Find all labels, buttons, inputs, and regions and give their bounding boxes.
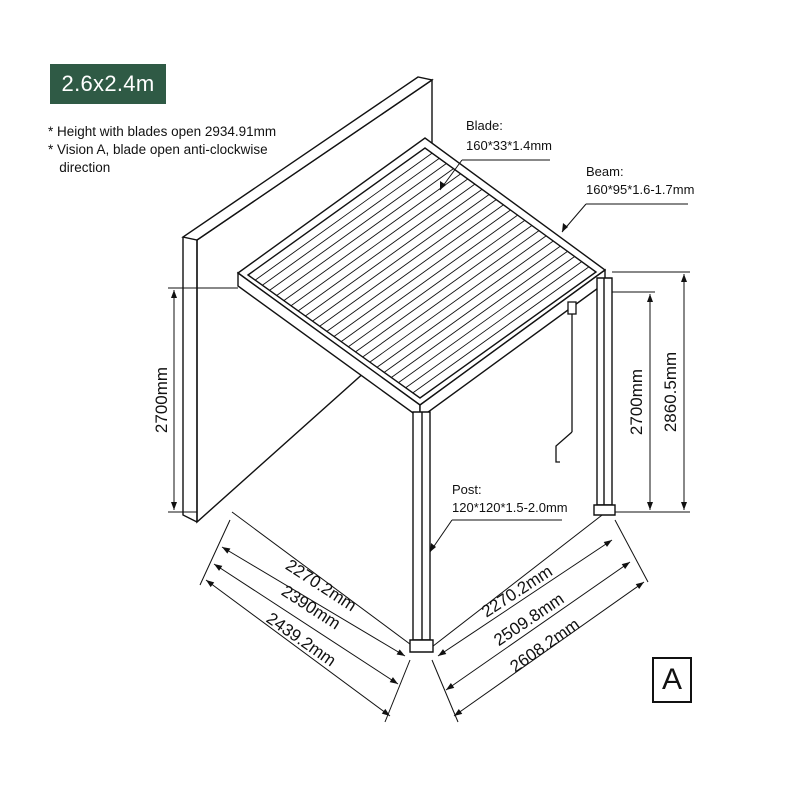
louvre-blades	[254, 152, 590, 394]
post-callout-spec: 120*120*1.5-2.0mm	[452, 500, 568, 515]
blade-line	[376, 240, 554, 368]
blade-callout-name: Blade:	[466, 118, 503, 133]
blade-line	[305, 188, 483, 317]
beam-callout	[561, 203, 688, 233]
right-run-arrows	[438, 540, 644, 716]
arrowhead	[635, 582, 644, 590]
right-post	[593, 277, 616, 516]
arrowhead	[222, 547, 231, 554]
left-run-dims	[199, 519, 411, 723]
arrowhead	[446, 682, 455, 690]
left-height-label: 2700mm	[152, 367, 171, 433]
blade-line	[297, 183, 476, 312]
front-post	[409, 411, 434, 653]
arrowhead	[603, 540, 612, 547]
beam-callout-name: Beam:	[586, 164, 624, 179]
blade-line	[383, 245, 561, 373]
blade-line	[269, 163, 447, 291]
arrowhead	[454, 708, 463, 716]
blade-line	[254, 152, 433, 281]
blade-line	[333, 209, 511, 337]
notes-block: * Height with blades open 2934.91mm * Vi…	[48, 123, 276, 177]
arrowhead	[396, 649, 405, 656]
note-vision: * Vision A, blade open anti-clockwise	[48, 142, 268, 157]
view-label-box: A	[652, 657, 692, 703]
blade-line	[290, 178, 469, 307]
right-height-dims	[612, 271, 690, 513]
blade-line	[348, 219, 526, 348]
arrowhead	[381, 708, 390, 716]
crank-handle	[555, 301, 577, 463]
left-height-dim	[168, 287, 238, 513]
blade-line	[262, 157, 440, 286]
blade-line	[283, 173, 461, 301]
blade-line	[412, 266, 590, 394]
blade-line	[398, 256, 575, 383]
arrowhead	[214, 564, 223, 571]
post-callout-name: Post:	[452, 482, 482, 497]
arrowhead	[206, 580, 215, 588]
note-direction: direction	[48, 160, 111, 175]
blade-line	[312, 194, 490, 322]
right-total-height-label: 2860.5mm	[661, 352, 680, 432]
note-height: * Height with blades open 2934.91mm	[48, 124, 277, 139]
blade-line	[391, 250, 568, 378]
blade-line	[355, 225, 533, 353]
ground-lines	[231, 511, 607, 651]
blade-callout-spec: 160*33*1.4mm	[466, 138, 552, 153]
arrowhead	[621, 562, 630, 570]
blade-line	[340, 214, 518, 342]
blade-line	[319, 199, 497, 327]
blade-line	[369, 235, 547, 363]
blade-line	[276, 168, 454, 296]
blade-line	[326, 204, 504, 332]
right-run-dims	[431, 519, 649, 723]
blade-callout	[439, 159, 550, 191]
post-callout	[429, 519, 562, 553]
arrowhead	[438, 649, 447, 656]
right-height-label: 2700mm	[627, 369, 646, 435]
size-badge: 2.6x2.4m	[50, 64, 166, 104]
blade-line	[362, 230, 540, 358]
arrowhead	[389, 677, 398, 684]
blade-line	[405, 261, 583, 389]
beam-callout-spec: 160*95*1.6-1.7mm	[586, 182, 694, 197]
left-run-arrows	[206, 547, 405, 716]
